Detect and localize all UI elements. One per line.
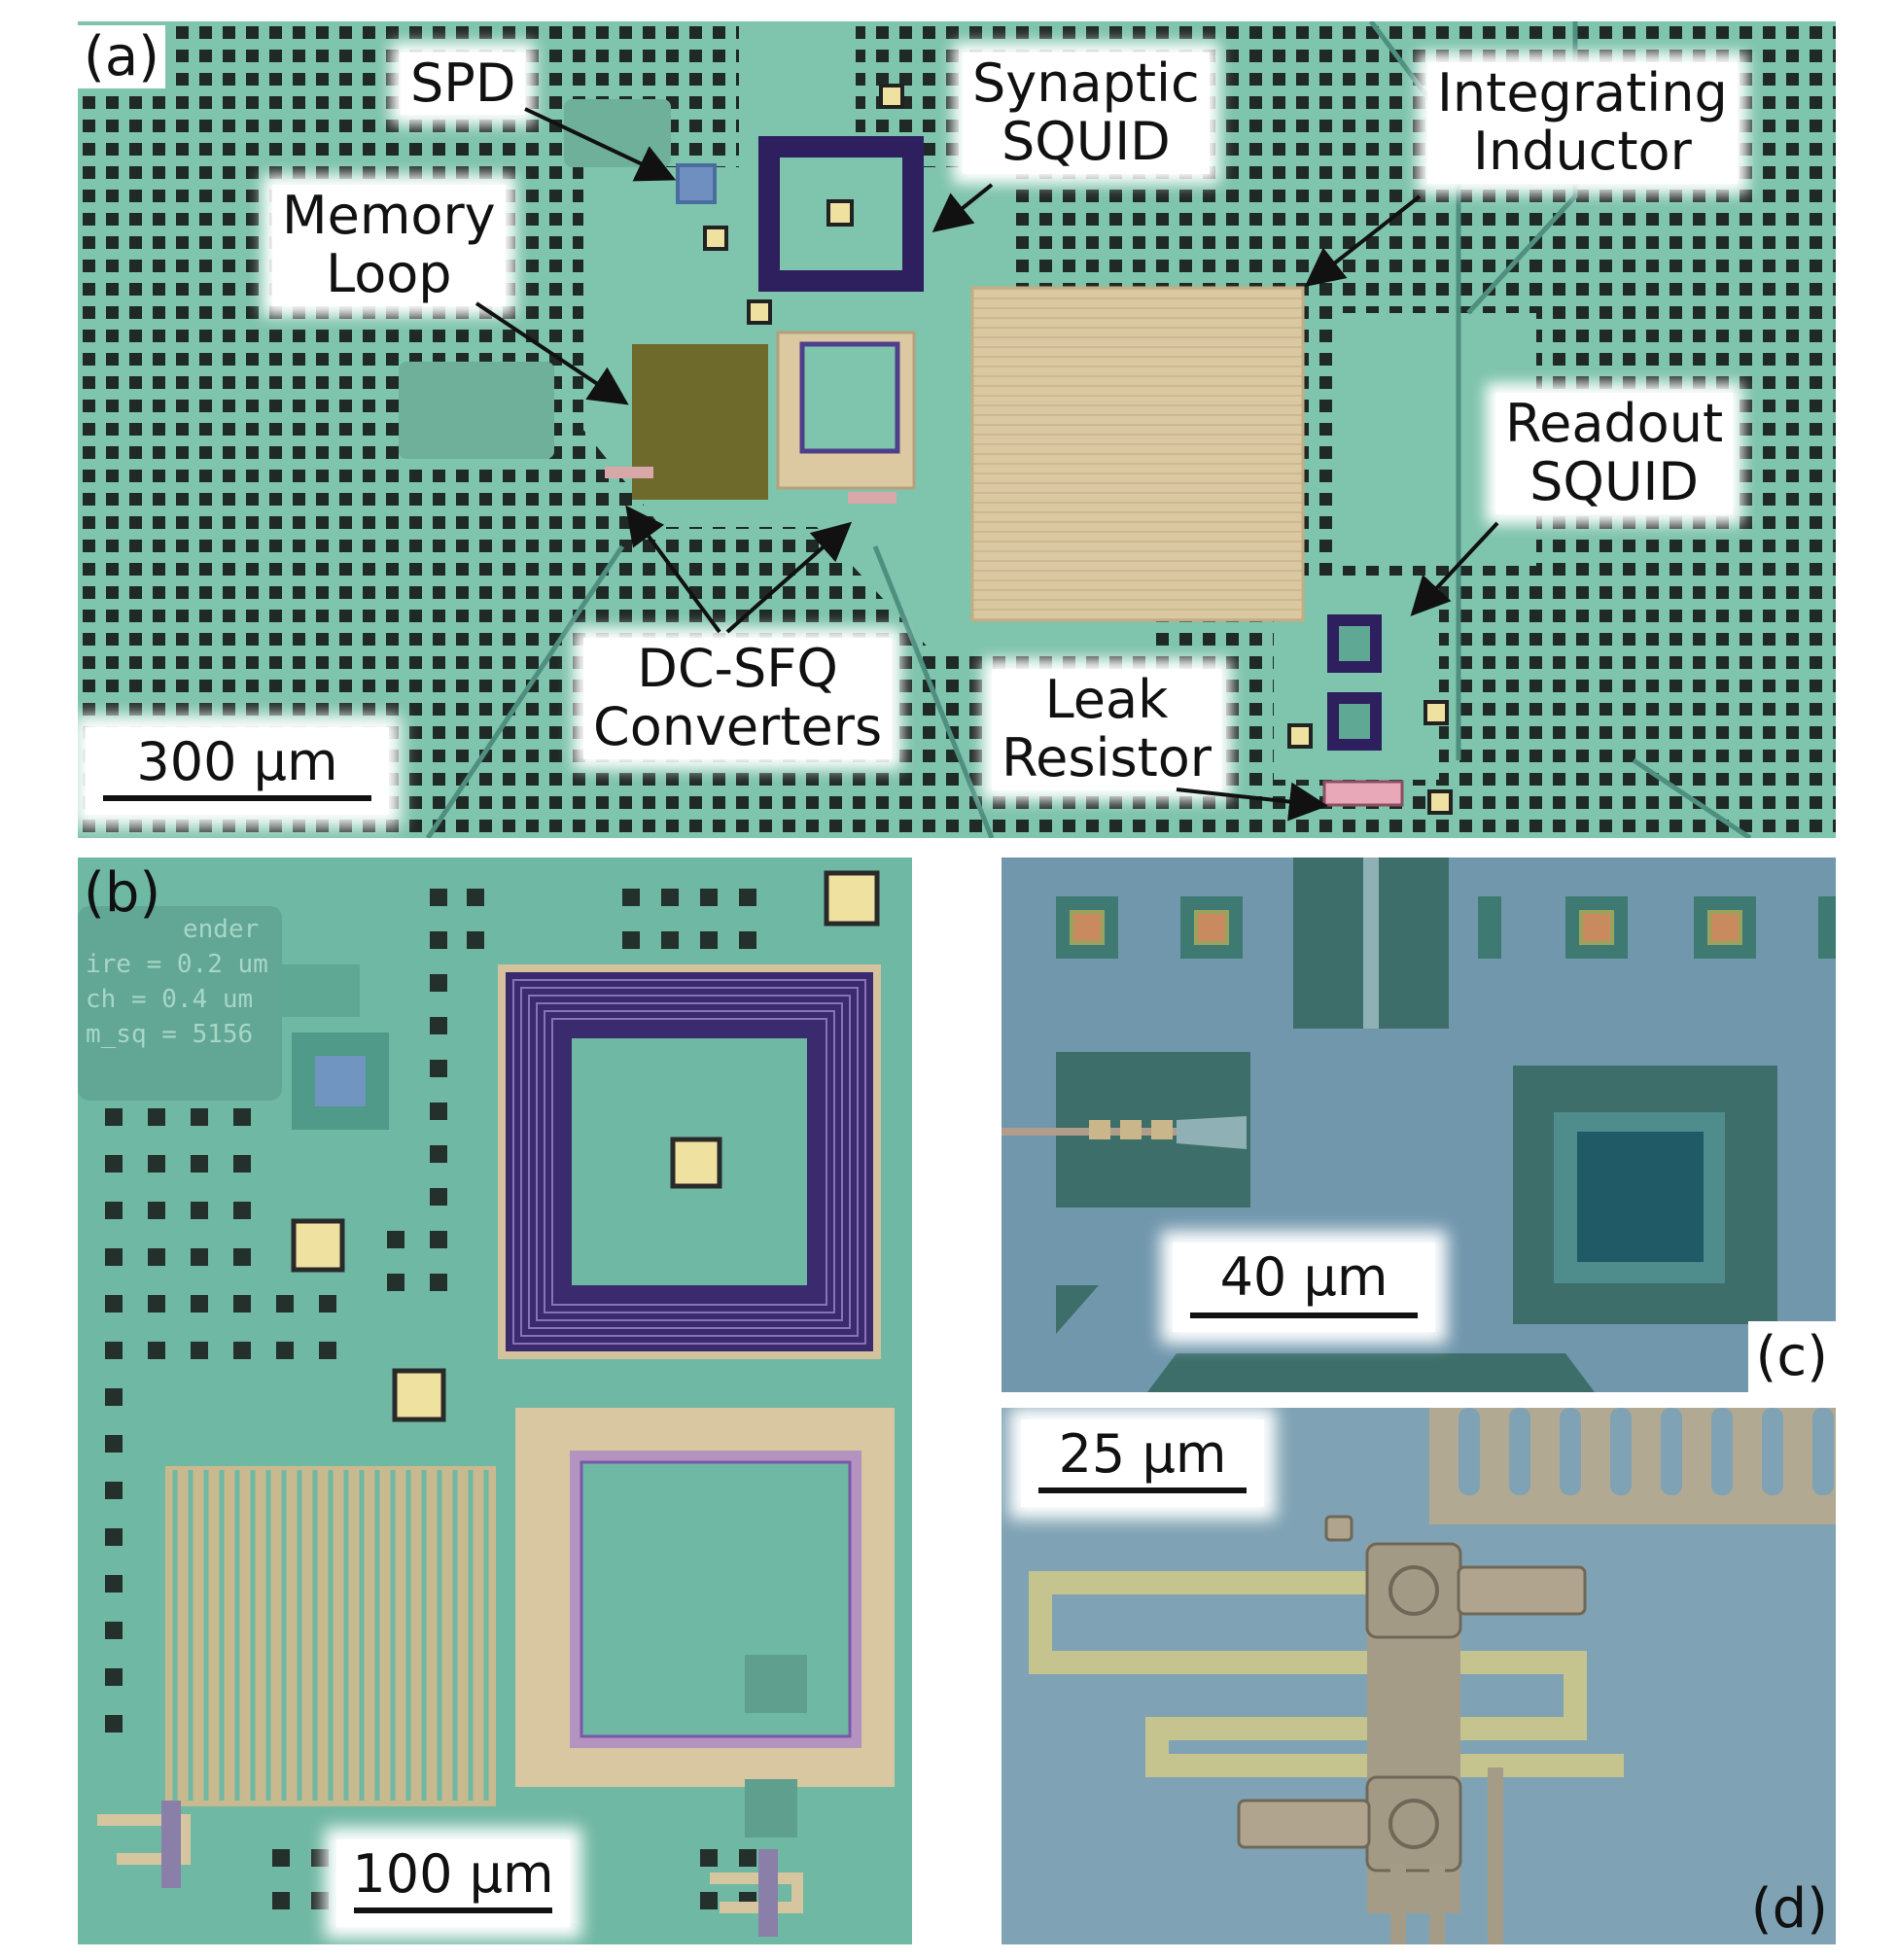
label-synaptic-squid-line2: SQUID (1001, 111, 1171, 173)
label-integrating-inductor-line1: Integrating (1437, 62, 1728, 123)
chip-text-line: ender (183, 915, 260, 944)
label-synaptic-squid-line1: Synaptic (972, 52, 1200, 114)
scale-bar-b-label: 100 μm (352, 1843, 554, 1905)
panel-b-tag: (b) (84, 861, 161, 925)
panel-c: 40 μm (c) (1002, 858, 1836, 1392)
label-integrating-inductor: Integrating Inductor (1427, 62, 1738, 184)
chip-text-block: ender ire = 0.2 um ch = 0.4 um m_sq = 51… (86, 912, 268, 1052)
scale-bar-a-label: 300 μm (136, 731, 338, 792)
scale-bar-a: 300 μm (86, 727, 389, 815)
scale-bar-d: 25 μm (1021, 1419, 1264, 1507)
label-memory-loop: Memory Loop (272, 185, 506, 306)
panel-d: 25 μm (d) (1002, 1408, 1836, 1944)
scale-bar-a-line (103, 795, 371, 801)
label-spd: SPD (401, 52, 526, 116)
scale-bar-d-line (1038, 1488, 1247, 1493)
scale-bar-c-label: 40 μm (1219, 1246, 1388, 1308)
label-memory-loop-line2: Loop (326, 243, 452, 305)
label-readout-squid-line1: Readout (1505, 393, 1724, 454)
panel-a: (a) SPD Synaptic SQUID Integrating Induc… (78, 21, 1836, 838)
label-synaptic-squid: Synaptic SQUID (963, 52, 1210, 174)
panel-c-tag: (c) (1747, 1321, 1836, 1392)
scale-bar-c: 40 μm (1173, 1242, 1435, 1332)
label-integrating-inductor-line2: Inductor (1473, 121, 1692, 183)
panel-c-micrograph (1002, 858, 1836, 1392)
label-dcsfq-converters: DC-SFQ Converters (583, 638, 893, 759)
label-leak-resistor-line1: Leak (1044, 669, 1169, 730)
label-leak-resistor: Leak Resistor (992, 669, 1221, 790)
label-dcsfq-line1: DC-SFQ (637, 638, 838, 699)
label-leak-resistor-line2: Resistor (1002, 727, 1212, 789)
scale-bar-b: 100 μm (336, 1839, 570, 1927)
label-readout-squid: Readout SQUID (1495, 393, 1734, 514)
label-memory-loop-line1: Memory (282, 185, 496, 246)
panel-b-micrograph (78, 870, 895, 1937)
scale-bar-c-line (1190, 1312, 1418, 1318)
scale-bar-d-label: 25 μm (1058, 1423, 1227, 1485)
label-dcsfq-line2: Converters (593, 696, 883, 758)
panel-b: (b) ender ire = 0.2 um ch = 0.4 um m_sq … (78, 858, 912, 1944)
panel-a-tag: (a) (78, 25, 166, 88)
chip-text-line: ire = 0.2 um (86, 950, 268, 979)
panel-d-tag: (d) (1750, 1877, 1828, 1941)
label-readout-squid-line2: SQUID (1529, 451, 1699, 513)
scale-bar-b-line (354, 1908, 552, 1913)
chip-text-line: ch = 0.4 um (86, 985, 254, 1014)
chip-text-line: m_sq = 5156 (86, 1020, 254, 1049)
